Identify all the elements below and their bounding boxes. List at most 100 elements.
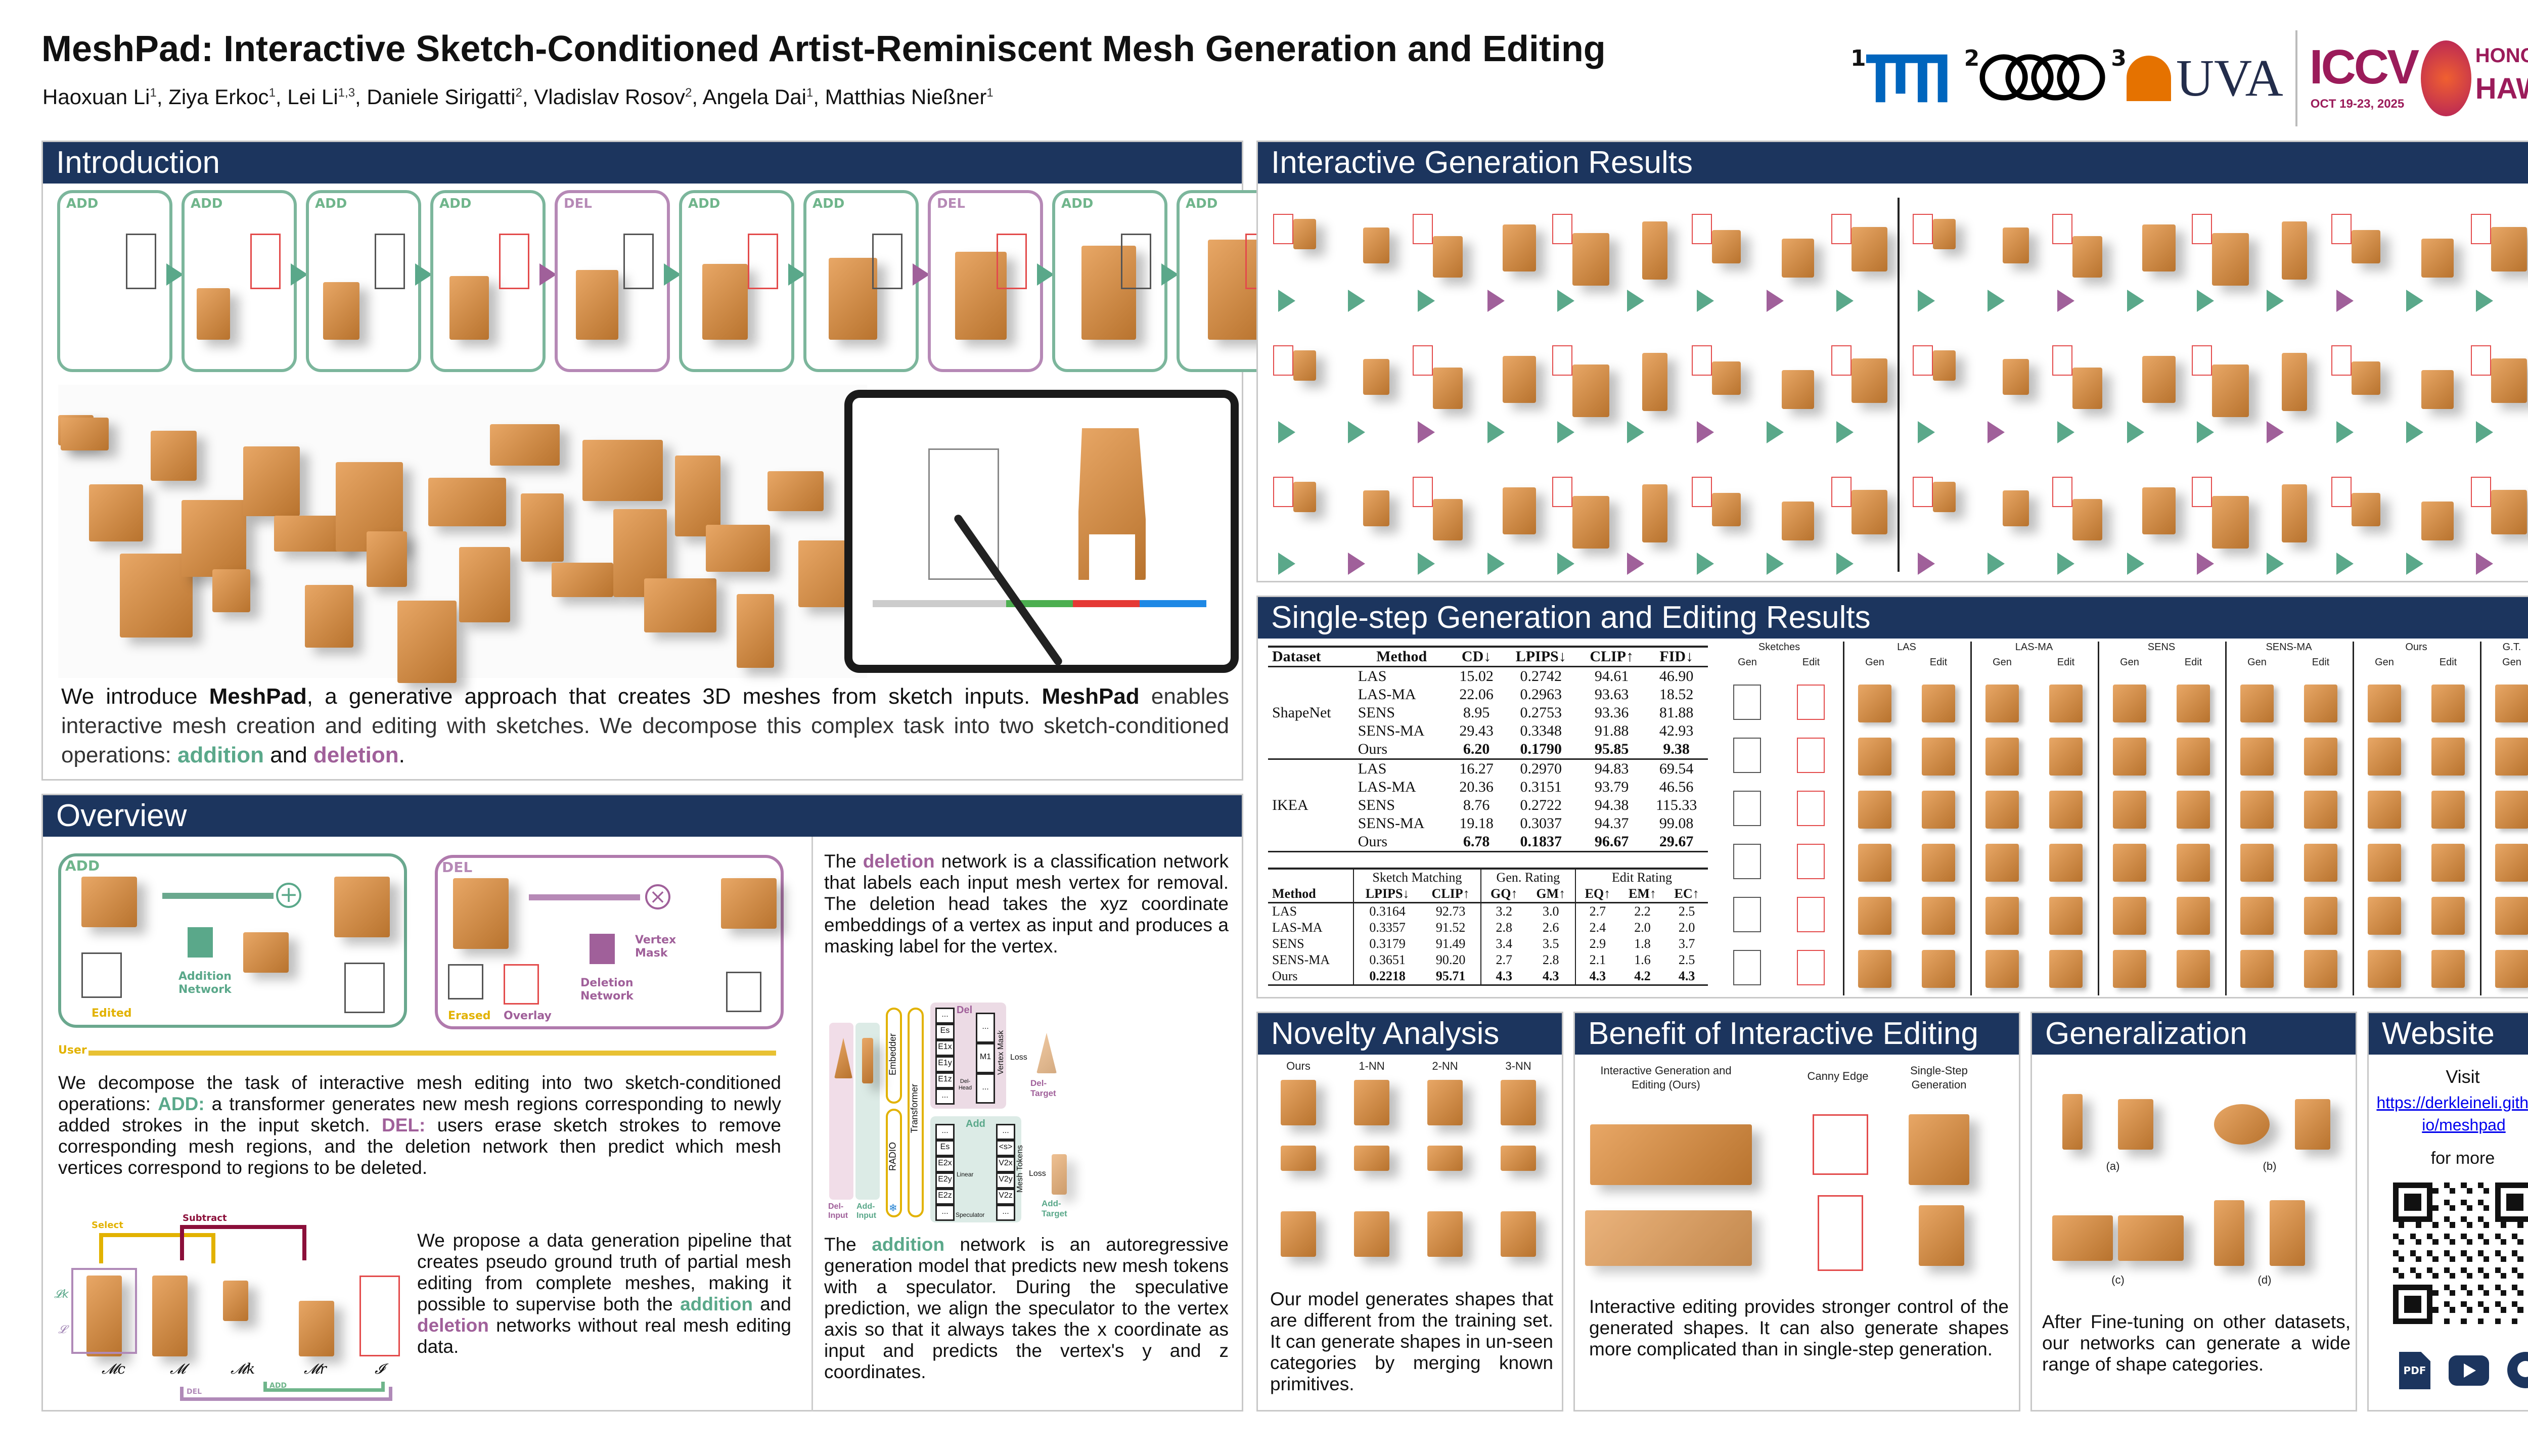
radio-label: RADIO: [887, 1142, 898, 1171]
mesh-thumb: [2072, 499, 2102, 540]
mesh-thumb: [2495, 685, 2528, 722]
mesh-thumb: [2304, 791, 2337, 829]
qr-code[interactable]: [2393, 1182, 2528, 1324]
mesh-thumb: [1922, 685, 1955, 722]
cell: E1y: [935, 1056, 955, 1072]
mesh-thumb: [2113, 685, 2146, 722]
mesh-thumb: [1933, 350, 1956, 381]
step-sketch: [250, 234, 281, 289]
column-header: Dataset: [1268, 647, 1354, 667]
table-cell: 2.8: [1480, 920, 1527, 936]
sketch-thumb: [1733, 844, 1761, 879]
mesh-thumb: [1363, 359, 1389, 395]
table-cell: 3.7: [1678, 936, 1695, 951]
mesh-thumb: [1427, 1080, 1463, 1125]
github-icon[interactable]: [2507, 1352, 2528, 1388]
transformer-block: Transformer: [908, 1008, 924, 1217]
mesh-thumb: [2495, 791, 2528, 829]
step-arrow: [2197, 290, 2214, 312]
for-more-label: for more: [2430, 1149, 2495, 1168]
novelty-text: Our model generates shapes that are diff…: [1270, 1289, 1553, 1394]
step-label: ADD: [688, 196, 720, 211]
del-target-label: Del-Target: [1030, 1078, 1056, 1098]
step-arrow: [2476, 553, 2493, 575]
cell: ...: [935, 1088, 955, 1105]
text: network is an autoregressive generation …: [824, 1234, 1229, 1382]
uva-logo-text: UVA: [2176, 49, 2283, 107]
table-cell: 0.2218: [1352, 968, 1421, 985]
mesh-thumb: [1433, 236, 1463, 278]
snowflake-icon: ❄: [889, 1203, 897, 1214]
chair-remain-mesh: [299, 1301, 334, 1356]
overview-panel: Overview ADD + Addition Network Edited D…: [41, 794, 1243, 1412]
mesh-thumb: [1572, 233, 1609, 286]
blank: [1268, 869, 1353, 886]
del-target-mesh: [1036, 1033, 1057, 1073]
step-arrow: [2197, 553, 2214, 575]
sketch-thumb: [1273, 477, 1293, 507]
addition-term: addition: [177, 743, 264, 767]
step-label: ADD: [315, 196, 347, 211]
grid-subheader: Edit: [1929, 657, 1948, 668]
aff-number: 3: [2111, 46, 2127, 71]
table-cell: LAS-MA: [1272, 920, 1323, 935]
linear-label: Linear: [957, 1171, 974, 1178]
addition-term: addition: [680, 1294, 753, 1314]
sketch-thumb: [2471, 214, 2491, 244]
tum-logo: [1866, 53, 1952, 104]
step-label: ADD: [191, 196, 223, 211]
step-arrow: [1557, 553, 1574, 575]
mesh-thumb: [1922, 791, 1955, 829]
grid-column-header: LAS-MA: [2015, 642, 2053, 653]
mesh-thumb: [1293, 219, 1316, 249]
step-arrow: [1557, 290, 1574, 312]
project-link[interactable]: https://derkleineli.github.io/meshpad: [2376, 1094, 2528, 1134]
mesh-thumb: [2495, 897, 2528, 935]
mesh-thumb: [2421, 239, 2454, 278]
mesh-thumb: [1782, 239, 1814, 278]
author-affiliation: 2: [685, 86, 692, 100]
mesh-thumb: [1933, 219, 1956, 249]
step-arrow: [1161, 263, 1179, 286]
cell: ...: [976, 1013, 995, 1043]
grid-subheader: Gen: [1865, 657, 1884, 668]
youtube-icon[interactable]: [2449, 1355, 2489, 1386]
table-cell: LAS: [1272, 904, 1297, 919]
mesh-thumb: [1503, 224, 1536, 271]
cell: V2z: [996, 1189, 1015, 1205]
aff-number: 1: [1850, 46, 1866, 71]
table-cell: SENS: [1358, 797, 1395, 813]
mesh-thumb: [1922, 738, 1955, 776]
table-cell: 95.71: [1435, 969, 1466, 983]
furniture-mesh: [151, 431, 197, 481]
mesh-thumb: [2491, 490, 2527, 534]
sketch-thumb: [1913, 345, 1933, 376]
add-del-diagram: ADD + Addition Network Edited DEL × Vert…: [53, 851, 786, 1063]
step-arrow: [788, 263, 805, 286]
mesh-thumb: [1354, 1080, 1389, 1125]
sketch-thumb: [2471, 345, 2491, 376]
step-arrow: [2336, 421, 2354, 443]
del-head-label: Del-Head: [958, 1078, 972, 1091]
subtract-label: Subtract: [183, 1213, 227, 1223]
pdf-icon[interactable]: PDF: [2399, 1352, 2430, 1389]
mesh-thumb: [2003, 490, 2029, 526]
chair-mesh: [1078, 428, 1146, 580]
deletion-network-label: Deletion Network: [580, 977, 634, 1003]
cell: E2y: [935, 1172, 955, 1189]
iccv-text: ICCV: [2309, 40, 2419, 94]
chair-sketch: [359, 1276, 400, 1356]
mesh-collage: [58, 385, 873, 683]
step-mesh: [1208, 240, 1266, 340]
step-arrow: [1348, 290, 1365, 312]
table-cell: SENS-MA: [1358, 815, 1425, 832]
table-cell: 96.67: [1594, 833, 1629, 850]
table-cell: 0.2722: [1520, 797, 1562, 813]
text: and: [752, 1294, 791, 1314]
mesh-thumb: [2177, 791, 2210, 829]
subfigure-label: (a): [2106, 1160, 2120, 1172]
